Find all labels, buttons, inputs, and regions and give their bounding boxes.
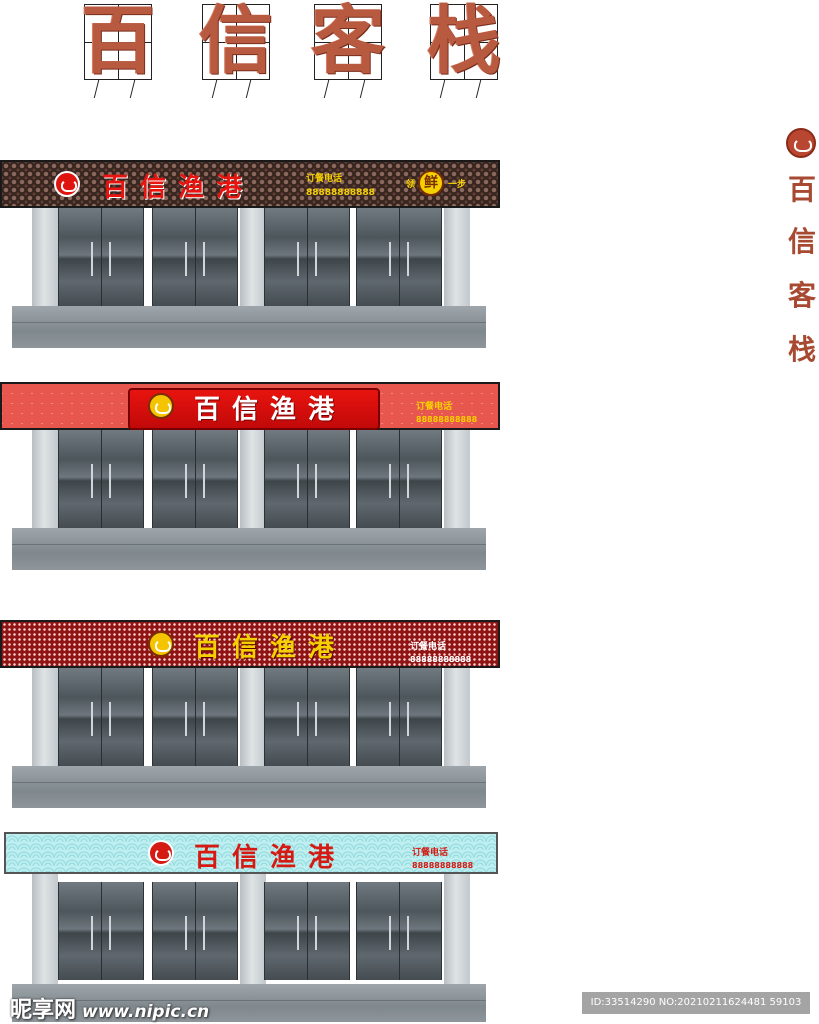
- title-frame: [202, 4, 270, 80]
- shop-sign: 百信渔港 订餐电话 88888888888: [4, 832, 498, 874]
- door: [58, 208, 144, 306]
- base-step: [12, 766, 486, 808]
- phone-label: 订餐电话: [416, 402, 453, 412]
- title-char: 百: [81, 0, 155, 84]
- site-url: www.nipic.cn: [82, 1002, 210, 1022]
- shop-name: 百信渔港: [194, 843, 347, 873]
- pillar: [444, 668, 470, 766]
- base-step: [12, 528, 486, 570]
- fish-logo-icon: [148, 393, 174, 419]
- phone-number: 88888888888: [410, 655, 472, 664]
- fish-logo-icon: [54, 171, 80, 197]
- storefront-3: 百信渔港 订餐电话 88888888888: [0, 620, 500, 810]
- door: [58, 668, 144, 766]
- shop-sign: 百信渔港 订餐电话 88888888888: [0, 620, 500, 668]
- door: [264, 882, 350, 980]
- door: [264, 430, 350, 528]
- pillar: [240, 430, 266, 528]
- title-char: 信: [199, 0, 273, 84]
- fish-logo-icon: [148, 631, 174, 657]
- door: [264, 208, 350, 306]
- shop-name: 百信渔港: [194, 633, 347, 663]
- fish-logo-icon: [786, 128, 816, 158]
- shop-name: 百信渔港: [102, 173, 255, 203]
- door: [58, 882, 144, 980]
- storefront-2: 百信渔港 订餐电话 88888888888: [0, 382, 500, 572]
- pillar: [32, 208, 58, 306]
- vertical-char: 百: [787, 173, 816, 206]
- shop-sign: 百信渔港 订餐电话 88888888888: [0, 382, 500, 430]
- image-id-label: ID:33514290 NO:20210211624481 59103: [582, 992, 810, 1014]
- side-text: 一步: [448, 180, 467, 190]
- storefront-4: 百信渔港 订餐电话 88888888888: [0, 832, 500, 1022]
- phone-number: 88888888888: [412, 861, 474, 870]
- title-frame: [430, 4, 498, 80]
- title-frame: [314, 4, 382, 80]
- pillar: [32, 668, 58, 766]
- vertical-char: 客: [787, 279, 816, 312]
- fresh-badge: 鲜: [418, 170, 444, 196]
- door: [58, 430, 144, 528]
- phone-label: 订餐电话: [412, 848, 449, 858]
- title-char: 栈: [427, 0, 501, 84]
- phone-number: 88888888888: [306, 188, 375, 198]
- door: [356, 668, 442, 766]
- pillar: [32, 430, 58, 528]
- title-frame: [84, 4, 152, 80]
- fish-logo-icon: [148, 840, 174, 866]
- vertical-char: 栈: [787, 333, 816, 366]
- door: [152, 882, 238, 980]
- door: [152, 430, 238, 528]
- door: [356, 208, 442, 306]
- pillar: [32, 874, 58, 984]
- pillar: [240, 874, 266, 984]
- vertical-char: 信: [787, 225, 816, 258]
- shop-name: 百信渔港: [194, 395, 347, 425]
- base-step: [12, 984, 486, 1022]
- base-step: [12, 306, 486, 348]
- title-char: 客: [311, 0, 385, 84]
- door: [152, 668, 238, 766]
- pillar: [444, 430, 470, 528]
- shop-sign: 百信渔港 订餐电话 88888888888 领 鲜 一步: [0, 160, 500, 208]
- storefront-1: 百信渔港 订餐电话 88888888888 领 鲜 一步: [0, 160, 500, 350]
- phone-label: 订餐电话: [306, 174, 343, 184]
- door: [152, 208, 238, 306]
- phone-label: 订餐电话: [410, 642, 447, 652]
- side-text: 领: [406, 180, 416, 190]
- pillar: [444, 208, 470, 306]
- phone-number: 88888888888: [416, 415, 478, 424]
- door: [356, 430, 442, 528]
- door: [356, 882, 442, 980]
- site-name: 昵享网: [10, 998, 77, 1023]
- door: [264, 668, 350, 766]
- pillar: [444, 874, 470, 984]
- pillar: [240, 208, 266, 306]
- pillar: [240, 668, 266, 766]
